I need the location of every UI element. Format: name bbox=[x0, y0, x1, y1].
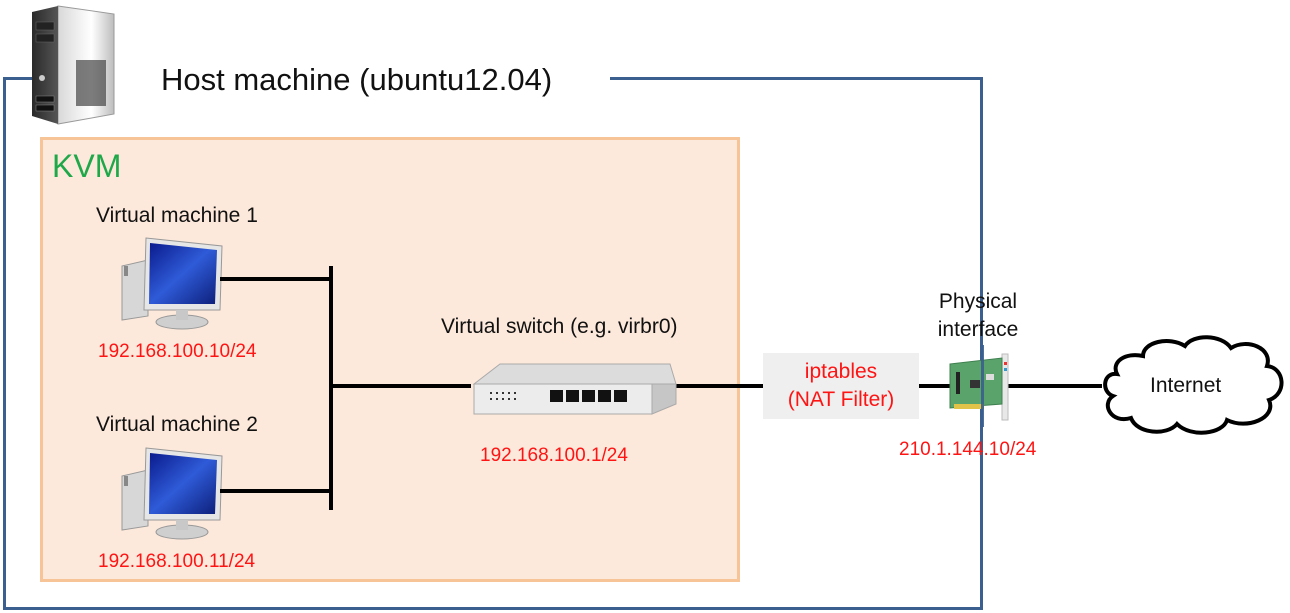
iptables-to-nic-line bbox=[919, 384, 953, 388]
switch-to-iptables-line bbox=[676, 384, 766, 388]
server-tower-icon bbox=[32, 5, 115, 125]
cloud-icon bbox=[1103, 335, 1284, 435]
vm1-name: Virtual machine 1 bbox=[96, 204, 258, 227]
physical-interface-label: Physical interface bbox=[918, 288, 1038, 344]
network-card-icon bbox=[949, 353, 1009, 421]
nat-filter-label: (NAT Filter) bbox=[787, 388, 895, 411]
computer-icon bbox=[121, 237, 223, 330]
physical-interface-line2: interface bbox=[937, 318, 1019, 341]
host-frame-through-nic bbox=[981, 345, 984, 427]
vm1-ip: 192.168.100.10/24 bbox=[98, 341, 257, 362]
kvm-label: KVM bbox=[52, 148, 122, 184]
switch-ip: 192.168.100.1/24 bbox=[480, 445, 628, 466]
switch-name: Virtual switch (e.g. virbr0) bbox=[441, 315, 678, 338]
network-switch-icon bbox=[472, 363, 677, 415]
iptables-label: iptables bbox=[804, 360, 878, 383]
computer-icon bbox=[121, 447, 223, 540]
vm1-link-line bbox=[220, 277, 332, 281]
iptables-nat-filter: iptables (NAT Filter) bbox=[763, 353, 919, 419]
host-title-background bbox=[36, 60, 610, 100]
physical-interface-line1: Physical bbox=[938, 290, 1018, 313]
vm2-name: Virtual machine 2 bbox=[96, 413, 258, 436]
vm-bus-line bbox=[329, 266, 333, 510]
nic-to-internet-line bbox=[1000, 384, 1102, 388]
vm2-ip: 192.168.100.11/24 bbox=[98, 551, 256, 572]
host-machine-title: Host machine (ubuntu12.04) bbox=[161, 62, 553, 97]
internet-label: Internet bbox=[1150, 374, 1222, 397]
vm2-link-line bbox=[220, 489, 332, 493]
bus-to-switch-line bbox=[331, 384, 471, 388]
physical-interface-ip: 210.1.144.10/24 bbox=[899, 439, 1037, 460]
